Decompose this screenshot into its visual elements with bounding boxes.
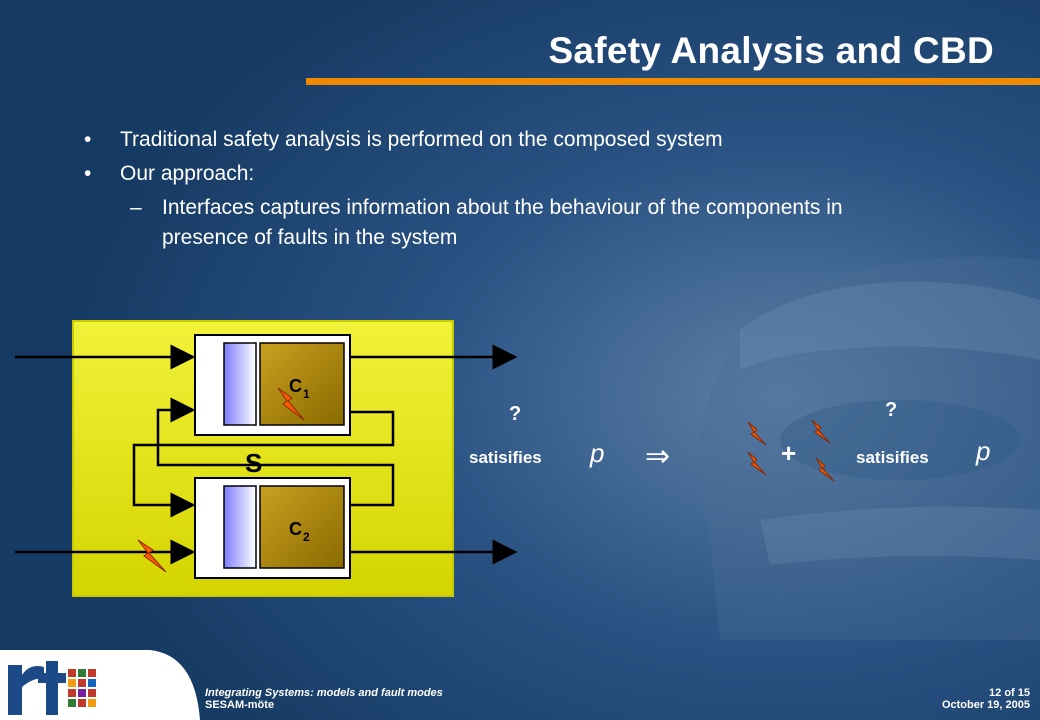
footer-presentation-title: Integrating Systems: models and fault mo… [205,687,443,699]
bullet-text: Traditional safety analysis is performed… [120,128,723,151]
sub-bullet-item: – Interfaces captures information about … [130,193,882,253]
lightning-icon [277,387,305,421]
bullet-item: • Traditional safety analysis is perform… [84,125,882,155]
lightning-icon [811,419,831,444]
component-c2: C 2 [194,477,351,579]
bullet-symbol: • [84,162,92,185]
rts-logo [8,661,96,715]
question-mark-1: ? [509,403,521,425]
lightning-icon [137,539,167,573]
bullet-text: Our approach: [120,162,255,185]
system-diagram: C 1 C 2 S ? satisifies p ⇒ + ? satisifie… [15,320,990,597]
implies-symbol: ⇒ [645,439,670,474]
component-c2-label: C [289,519,302,539]
system-label: S [245,448,262,478]
title-underline [306,78,1040,85]
component-c2-subscript: 2 [303,530,310,544]
satisfies-label-2: satisifies [856,448,929,467]
lightning-icon [747,451,767,476]
lightning-icon [747,421,767,446]
satisfies-label-1: satisifies [469,448,542,467]
lightning-icon [815,457,835,482]
property-label-2: p [975,436,990,466]
footer-meeting: SESAM-möte [205,699,275,711]
component-c1: C 1 [194,334,351,436]
connection-lines [15,344,518,565]
slide-title: Safety Analysis and CBD [548,30,994,71]
component-c1-subscript: 1 [303,387,310,401]
footer-right: 12 of 15 October 19, 2005 [942,687,1030,711]
dash-symbol: – [130,196,142,219]
footer-date: October 19, 2005 [941,699,1030,711]
plus-symbol: + [781,438,796,468]
sub-bullet-text: Interfaces captures information about th… [162,196,843,249]
question-mark-2: ? [885,399,897,421]
fault-lightning-icons [137,387,835,573]
component-c1-label: C [289,376,302,396]
bullet-symbol: • [84,128,92,151]
page-number: 12 of 15 [989,687,1030,699]
bullet-list: • Traditional safety analysis is perform… [84,125,882,253]
property-label-1: p [589,438,604,468]
bullet-item: • Our approach: [84,159,882,189]
footer-left: Integrating Systems: models and fault mo… [205,687,443,711]
